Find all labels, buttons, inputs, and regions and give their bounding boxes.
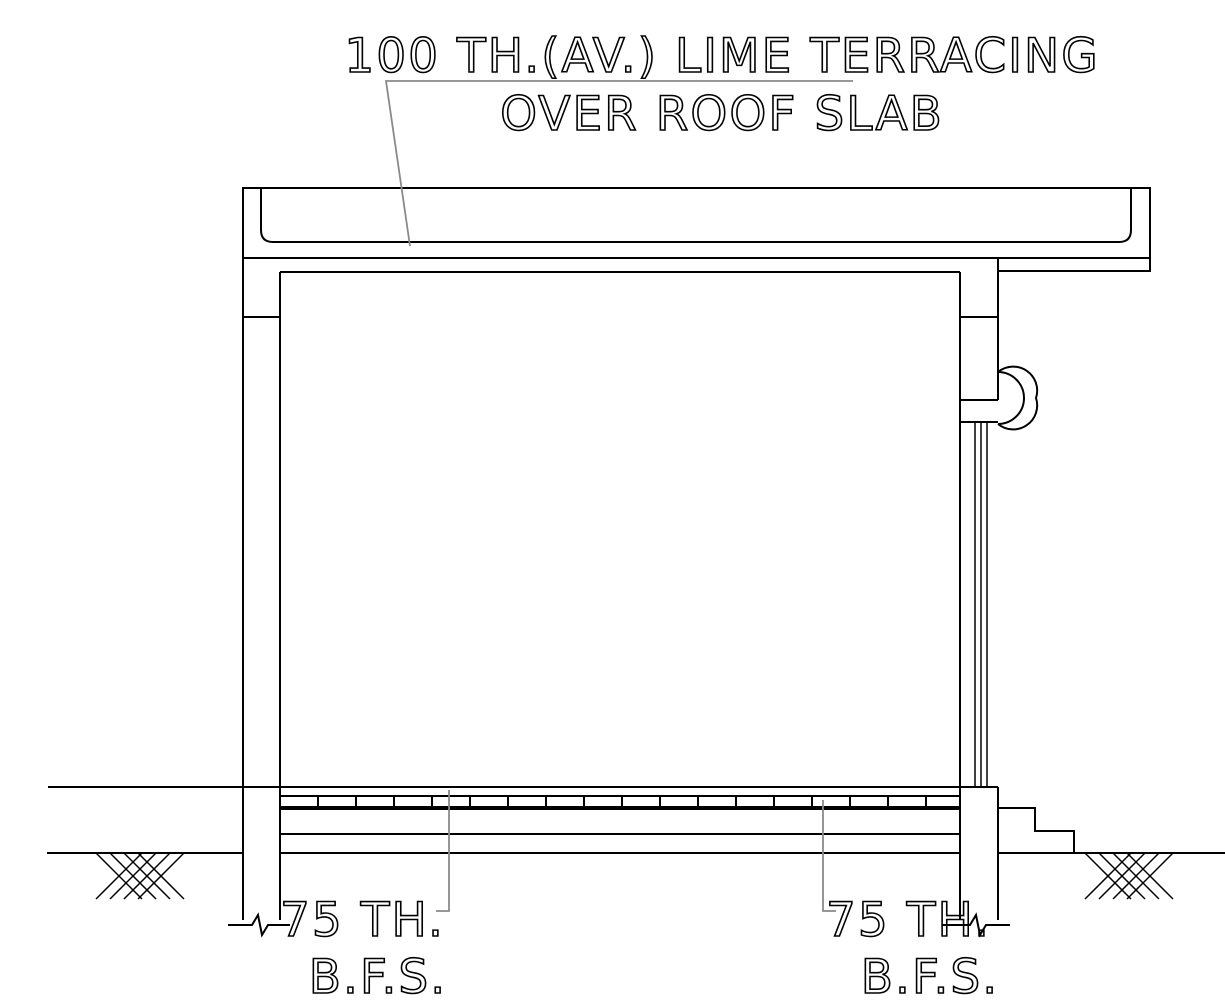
leader-roof — [384, 80, 853, 247]
hatch-line — [1112, 852, 1160, 900]
hatch-line — [1098, 852, 1146, 900]
left-wall — [242, 258, 281, 920]
hatch-line — [109, 852, 157, 900]
break-line-right — [942, 912, 1010, 938]
leader-floor-left — [436, 790, 450, 912]
hatch-line — [1126, 852, 1174, 900]
left-floor-annotation-line2: B.F.S. — [309, 950, 447, 1000]
ground-lines — [47, 786, 1225, 854]
hatch-line — [123, 852, 171, 900]
break-line-left — [228, 912, 290, 938]
roof-annotation-line2: OVER ROOF SLAB — [500, 87, 944, 142]
hatch-line — [137, 852, 185, 900]
earth-hatch-right — [1084, 852, 1174, 900]
hatch-line — [95, 852, 143, 900]
right-floor-annotation-line1: 75 TH. — [826, 893, 991, 948]
leader-floor-right — [822, 800, 836, 912]
roof-annotation-line1: 100 TH.(AV.) LIME TERRACING — [344, 29, 1099, 84]
right-wall — [959, 258, 999, 920]
roof-slab — [242, 187, 1151, 273]
floor-tile-joints — [317, 796, 927, 807]
right-floor-annotation-line2: B.F.S. — [861, 950, 999, 1000]
earth-hatch-left — [95, 852, 185, 900]
window-frame — [960, 422, 998, 788]
sunshade-projection — [997, 365, 1039, 431]
left-floor-annotation-line1: 75 TH. — [280, 893, 445, 948]
entrance-steps — [998, 807, 1075, 853]
floor-section — [280, 795, 960, 835]
hatch-line — [1084, 852, 1132, 900]
